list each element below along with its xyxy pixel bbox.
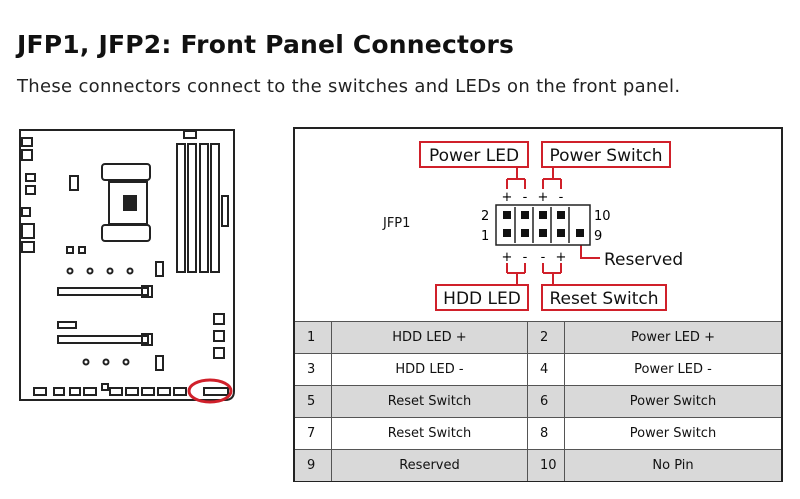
pin-number-2: 2 bbox=[481, 209, 489, 224]
table-row: 9 Reserved 10 No Pin bbox=[295, 449, 781, 481]
signal-name: No Pin bbox=[564, 449, 781, 481]
connector-panel: Power LED Power Switch HDD LED Reset Swi… bbox=[293, 127, 783, 482]
pin-number: 2 bbox=[527, 321, 565, 354]
power-led-label: Power LED bbox=[429, 146, 519, 166]
power-switch-box bbox=[541, 141, 671, 168]
polarity-plus-mark: + bbox=[538, 190, 549, 205]
signal-name: Reset Switch bbox=[331, 417, 528, 450]
reset-switch-box bbox=[541, 284, 667, 311]
hdd-led-box bbox=[435, 284, 529, 311]
pin-table: 1 HDD LED + 2 Power LED + 3 HDD LED - 4 … bbox=[295, 321, 781, 481]
pin-number: 10 bbox=[527, 449, 565, 481]
polarity-plus-mark: + bbox=[556, 250, 567, 265]
pin-grid bbox=[503, 211, 584, 237]
signal-name: Power Switch bbox=[564, 417, 781, 450]
pin-number: 4 bbox=[527, 353, 565, 386]
polarity-plus-mark: + bbox=[502, 250, 513, 265]
power-switch-label: Power Switch bbox=[549, 146, 662, 166]
table-row: 5 Reset Switch 6 Power Switch bbox=[295, 385, 781, 418]
polarity-minus-mark: - bbox=[559, 190, 564, 205]
pin-number-9: 9 bbox=[594, 229, 602, 244]
pin-number: 5 bbox=[295, 385, 332, 418]
polarity-minus-mark: - bbox=[523, 190, 528, 205]
signal-name: HDD LED + bbox=[331, 321, 528, 354]
signal-name: Power LED + bbox=[564, 321, 781, 354]
power-led-box bbox=[419, 141, 529, 168]
jfp1-highlight-circle bbox=[187, 378, 233, 404]
jfp1-pinout-diagram: Power LED Power Switch HDD LED Reset Swi… bbox=[382, 141, 683, 311]
page-subtitle: These connectors connect to the switches… bbox=[17, 76, 681, 97]
pin-number: 6 bbox=[527, 385, 565, 418]
polarity-minus-mark: - bbox=[523, 250, 528, 265]
table-row: 1 HDD LED + 2 Power LED + bbox=[295, 321, 781, 354]
pin-number: 1 bbox=[295, 321, 332, 354]
pin-number-10: 10 bbox=[594, 209, 611, 224]
page-title: JFP1, JFP2: Front Panel Connectors bbox=[17, 30, 515, 59]
signal-name: Reserved bbox=[331, 449, 528, 481]
polarity-minus-mark: - bbox=[541, 250, 546, 265]
motherboard-illustration bbox=[19, 129, 235, 404]
signal-name: Reset Switch bbox=[331, 385, 528, 418]
pin-number: 7 bbox=[295, 417, 332, 450]
signal-name: Power Switch bbox=[564, 385, 781, 418]
reserved-label: Reserved bbox=[604, 250, 683, 270]
reset-switch-label: Reset Switch bbox=[549, 289, 658, 309]
signal-name: HDD LED - bbox=[331, 353, 528, 386]
table-row: 7 Reset Switch 8 Power Switch bbox=[295, 417, 781, 450]
signal-name: Power LED - bbox=[564, 353, 781, 386]
table-row: 3 HDD LED - 4 Power LED - bbox=[295, 353, 781, 386]
polarity-plus-mark: + bbox=[502, 190, 513, 205]
hdd-led-label: HDD LED bbox=[443, 289, 521, 309]
pin-number-1: 1 bbox=[481, 229, 489, 244]
pin-number: 8 bbox=[527, 417, 565, 450]
pin-number: 3 bbox=[295, 353, 332, 386]
connector-name: JFP1 bbox=[382, 216, 410, 231]
pin-number: 9 bbox=[295, 449, 332, 481]
